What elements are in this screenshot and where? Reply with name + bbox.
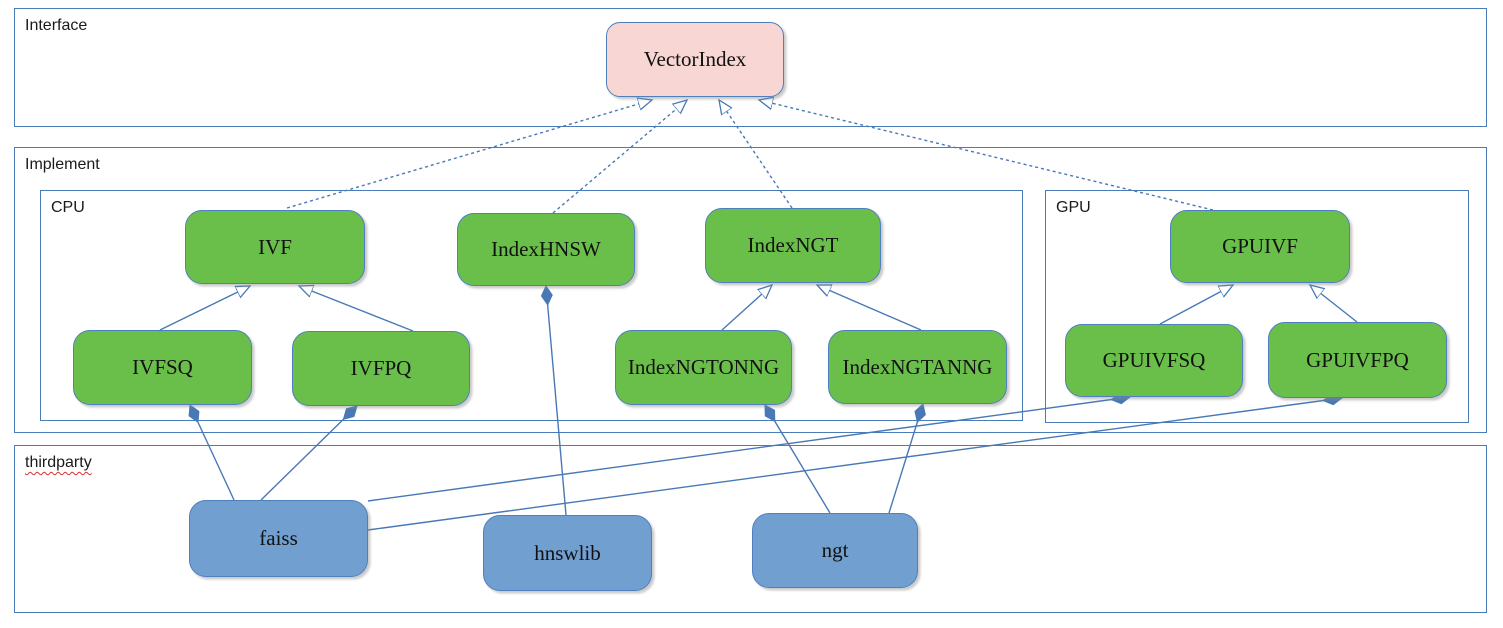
node-label-IndexNGT: IndexNGT [747, 233, 839, 257]
node-IVF: IVF [185, 210, 365, 284]
node-label-GPUIVFSQ: GPUIVFSQ [1102, 348, 1206, 372]
edge-composition-IndexNGTANNG-ngt [888, 404, 923, 514]
edge-composition-IVFSQ-faiss [190, 405, 235, 501]
section-label-thirdparty: thirdparty [25, 454, 92, 471]
node-GPUIVF: GPUIVF [1170, 210, 1350, 283]
node-label-hnswlib: hnswlib [534, 540, 601, 565]
edge-composition-GPUIVFSQ-faiss [367, 397, 1130, 502]
edge-realization-IndexHNSW-VectorIndex [552, 100, 687, 214]
node-IndexNGTANNG: IndexNGTANNG [828, 330, 1007, 404]
node-IndexNGTONNG: IndexNGTONNG [615, 330, 792, 405]
edge-realization-IVF-VectorIndex [286, 100, 652, 209]
node-label-faiss: faiss [259, 526, 298, 550]
node-hnswlib: hnswlib [483, 515, 652, 591]
node-label-IVFSQ: IVFSQ [132, 355, 193, 379]
section-label-implement: Implement [25, 156, 100, 173]
node-label-IndexNGTONNG: IndexNGTONNG [627, 355, 780, 379]
node-IndexNGT: IndexNGT [705, 208, 881, 283]
section-label-interface: Interface [25, 17, 88, 34]
node-GPUIVFPQ: GPUIVFPQ [1268, 322, 1447, 398]
section-gpu: GPU [1045, 190, 1469, 423]
node-ngt: ngt [752, 513, 918, 588]
node-faiss: faiss [189, 500, 368, 577]
node-GPUIVFSQ: GPUIVFSQ [1065, 324, 1243, 397]
edge-generalization-IndexNGTONNG-IndexNGT [721, 285, 772, 331]
edge-generalization-IVFPQ-IVF [299, 286, 414, 332]
node-VectorIndex: VectorIndex [606, 22, 784, 97]
node-label-GPUIVF: GPUIVF [1222, 234, 1298, 258]
section-interface: Interface [14, 8, 1487, 127]
node-label-IVFPQ: IVFPQ [350, 356, 412, 380]
edge-generalization-IVFSQ-IVF [159, 286, 250, 331]
section-cpu: CPU [40, 190, 1023, 421]
node-label-IndexNGTANNG: IndexNGTANNG [842, 354, 993, 379]
edge-composition-IVFPQ-faiss [260, 406, 357, 501]
node-label-IndexHNSW: IndexHNSW [491, 237, 601, 261]
edge-generalization-IndexNGTANNG-IndexNGT [817, 285, 922, 331]
node-label-ngt: ngt [821, 538, 849, 562]
node-IVFPQ: IVFPQ [292, 331, 470, 406]
edge-realization-IndexNGT-VectorIndex [719, 100, 793, 209]
node-IVFSQ: IVFSQ [73, 330, 252, 405]
node-IndexHNSW: IndexHNSW [457, 213, 635, 286]
edge-composition-IndexNGTONNG-ngt [764, 405, 831, 514]
section-thirdparty: thirdparty [14, 445, 1487, 613]
node-label-IVF: IVF [258, 234, 292, 259]
edge-realization-GPUIVF-VectorIndex [759, 100, 1214, 211]
section-label-cpu: CPU [51, 199, 85, 216]
edge-generalization-GPUIVFPQ-GPUIVF [1310, 285, 1358, 323]
node-label-VectorIndex: VectorIndex [643, 47, 747, 71]
edge-generalization-GPUIVFSQ-GPUIVF [1159, 285, 1233, 325]
node-label-GPUIVFPQ: GPUIVFPQ [1306, 347, 1409, 372]
edge-composition-IndexHNSW-hnswlib [546, 286, 567, 516]
section-label-gpu: GPU [1056, 199, 1091, 216]
edge-composition-GPUIVFPQ-faiss [367, 398, 1342, 531]
